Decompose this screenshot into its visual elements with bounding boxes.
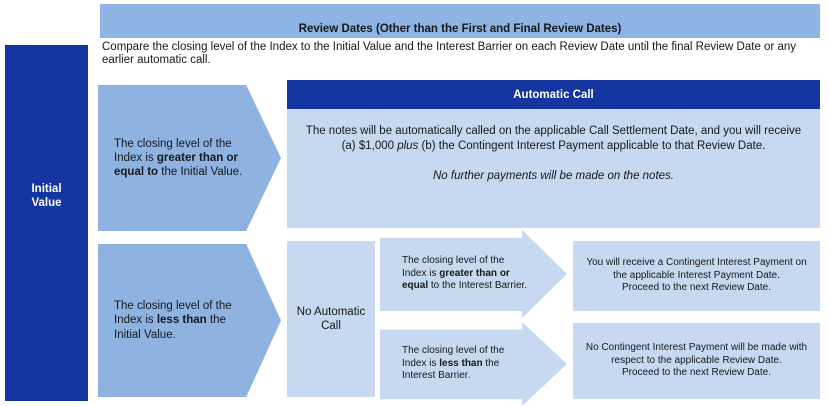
condition-text-greater-initial: The closing level of the Index is greate…	[98, 137, 254, 179]
outcome-text: You will receive a Contingent Interest P…	[586, 256, 807, 281]
condition-post: the Initial Value.	[114, 314, 226, 341]
automatic-call-note: No further payments will be made on the …	[433, 169, 674, 182]
condition-text-less-barrier: The closing level of the Index is less t…	[380, 345, 530, 383]
condition-post: the Interest Barrier.	[402, 357, 500, 382]
intro-paragraph: Compare the closing level of the Index t…	[102, 41, 820, 67]
outcome-box-no-contingent-payment: No Contingent Interest Payment will be m…	[573, 323, 820, 399]
condition-bold: greater than or equal	[402, 267, 510, 292]
automatic-call-header: Automatic Call	[287, 80, 820, 109]
initial-value-rail: Initial Value	[5, 45, 88, 401]
condition-arrow-less-barrier: The closing level of the Index is less t…	[380, 322, 567, 406]
condition-text-greater-barrier: The closing level of the Index is greate…	[380, 255, 530, 293]
no-automatic-call-box: No Automatic Call	[287, 241, 375, 397]
condition-arrow-less-initial: The closing level of the Index is less t…	[98, 244, 281, 397]
page-title-text: Review Dates (Other than the First and F…	[298, 23, 622, 35]
condition-text-less-initial: The closing level of the Index is less t…	[98, 299, 254, 341]
page-title: Review Dates (Other than the First and F…	[100, 4, 820, 38]
condition-bold: less than	[156, 314, 207, 327]
no-automatic-call-label: No Automatic Call	[296, 305, 366, 332]
condition-post: to the Interest Barrier.	[428, 280, 528, 292]
outcome-proceed-text: Proceed to the next Review Date.	[622, 367, 771, 379]
condition-pre: The closing level of the Index is	[114, 300, 232, 327]
outcome-box-contingent-payment: You will receive a Contingent Interest P…	[573, 241, 820, 311]
outcome-text: No Contingent Interest Payment will be m…	[585, 341, 808, 366]
automatic-call-body: The notes will be automatically called o…	[287, 109, 820, 228]
condition-bold: greater than or equal to	[114, 151, 238, 178]
intro-text: Compare the closing level of the Index t…	[102, 41, 797, 67]
outcome-proceed-text: Proceed to the next Review Date.	[622, 282, 771, 294]
condition-pre: The closing level of the Index is	[114, 137, 232, 164]
auto-call-body-post: (b) the Contingent Interest Payment appl…	[418, 139, 766, 152]
condition-arrow-greater-barrier: The closing level of the Index is greate…	[380, 230, 567, 318]
initial-value-label: Initial Value	[31, 183, 62, 209]
condition-post: the Initial Value.	[158, 166, 243, 178]
condition-arrow-greater-initial: The closing level of the Index is greate…	[98, 85, 281, 231]
automatic-call-title: Automatic Call	[513, 88, 594, 101]
condition-pre: The closing level of the Index is	[402, 255, 505, 279]
auto-call-body-pre: The notes will be automatically called o…	[305, 125, 802, 152]
condition-bold: less than	[439, 357, 483, 369]
automatic-call-description: The notes will be automatically called o…	[303, 124, 805, 154]
auto-call-body-italic: plus	[397, 139, 419, 152]
condition-pre: The closing level of the Index is	[402, 345, 505, 369]
